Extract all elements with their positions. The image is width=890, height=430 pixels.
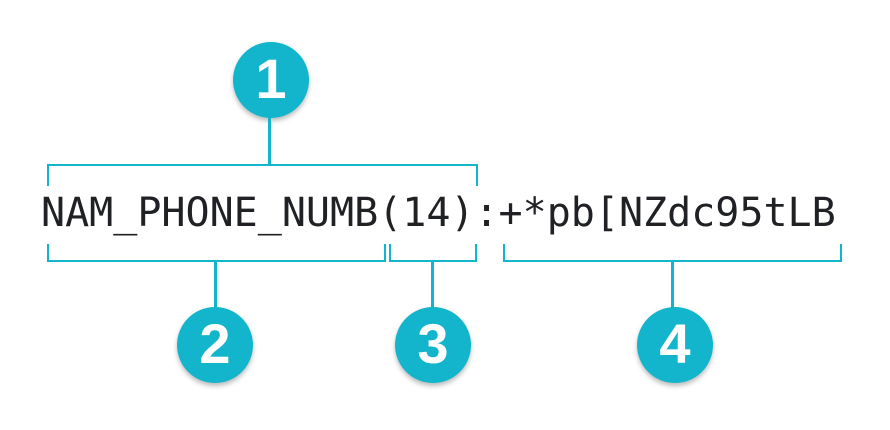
callout-connector-2 — [214, 262, 217, 308]
callout-number-3: 3 — [417, 312, 449, 375]
callout-connector-1 — [268, 117, 271, 164]
segment-bracket-2 — [47, 244, 386, 262]
callout-badge-4: 4 — [637, 307, 713, 383]
segment-bracket-4 — [503, 244, 842, 262]
callout-number-1: 1 — [255, 47, 287, 110]
segment-bracket-3 — [389, 244, 477, 262]
callout-connector-3 — [431, 262, 434, 308]
segment-bracket-1 — [47, 164, 478, 186]
callout-number-4: 4 — [659, 312, 691, 375]
code-string: NAM_PHONE_NUMB(14):+*pb[NZdc95tLB — [41, 190, 836, 236]
callout-badge-1: 1 — [233, 42, 309, 118]
callout-number-2: 2 — [199, 312, 231, 375]
callout-badge-2: 2 — [177, 307, 253, 383]
callout-connector-4 — [671, 262, 674, 308]
callout-badge-3: 3 — [395, 307, 471, 383]
